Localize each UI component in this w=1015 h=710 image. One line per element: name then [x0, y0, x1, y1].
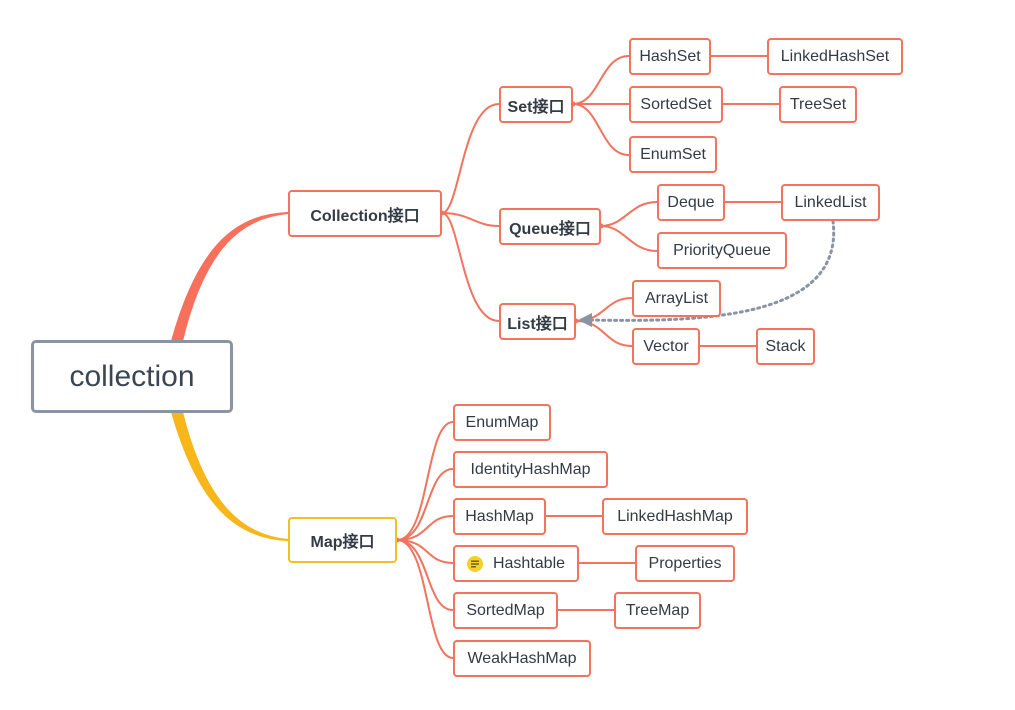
deque-node[interactable]: Deque [657, 184, 725, 221]
connector-map-hashmap [396, 515, 454, 541]
enumset-node[interactable]: EnumSet [629, 136, 717, 173]
connector-queue-priorityqueue [600, 225, 658, 252]
hashtable-node[interactable]: Hashtable [453, 545, 579, 582]
properties-node[interactable]: Properties [635, 545, 735, 582]
connector-collection-list [441, 212, 500, 322]
connector-map-weakhashmap [396, 539, 454, 659]
stack-node[interactable]: Stack [756, 328, 815, 365]
connector-queue-deque [600, 201, 658, 227]
list-interface-node[interactable]: List接口 [499, 303, 576, 340]
relation-linkedlist-list [586, 219, 836, 322]
queue-interface-node[interactable]: Queue接口 [499, 208, 601, 245]
connector-root-map [170, 411, 289, 541]
connector-map-enummap [396, 421, 454, 541]
note-icon[interactable] [466, 555, 483, 572]
relation-arrowhead [578, 313, 592, 327]
hashset-node[interactable]: HashSet [629, 38, 711, 75]
sortedmap-node[interactable]: SortedMap [453, 592, 558, 629]
connector-collection-queue [441, 212, 500, 227]
connector-map-identityhashmap [396, 468, 454, 541]
connector-set-hashset [572, 55, 630, 105]
connector-map-hashtable [396, 539, 454, 564]
hashmap-node[interactable]: HashMap [453, 498, 546, 535]
vector-node[interactable]: Vector [632, 328, 700, 365]
connector-list-vector [575, 320, 633, 347]
root-node[interactable]: collection [31, 340, 233, 413]
linkedhashmap-node[interactable]: LinkedHashMap [602, 498, 748, 535]
connector-root-collection [170, 212, 289, 342]
identityhashmap-node[interactable]: IdentityHashMap [453, 451, 608, 488]
collection-interface-node[interactable]: Collection接口 [288, 190, 442, 237]
linkedhashset-node[interactable]: LinkedHashSet [767, 38, 903, 75]
linkedlist-node[interactable]: LinkedList [781, 184, 880, 221]
connector-collection-set [441, 103, 500, 214]
hashtable-label: Hashtable [492, 554, 566, 572]
weakhashmap-node[interactable]: WeakHashMap [453, 640, 591, 677]
treeset-node[interactable]: TreeSet [779, 86, 857, 123]
connector-map-sortedmap [396, 539, 454, 611]
connector-set-enumset [572, 103, 630, 156]
enummap-node[interactable]: EnumMap [453, 404, 551, 441]
set-interface-node[interactable]: Set接口 [499, 86, 573, 123]
map-interface-node[interactable]: Map接口 [288, 517, 397, 563]
sortedset-node[interactable]: SortedSet [629, 86, 723, 123]
arraylist-node[interactable]: ArrayList [632, 280, 721, 317]
treemap-node[interactable]: TreeMap [614, 592, 701, 629]
priorityqueue-node[interactable]: PriorityQueue [657, 232, 787, 269]
